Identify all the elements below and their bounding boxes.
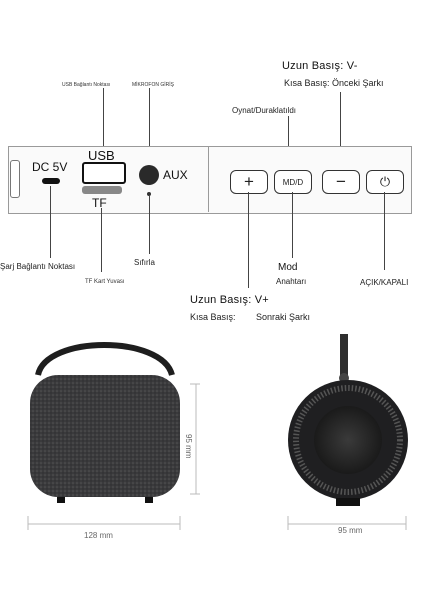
front-foot-right xyxy=(145,497,153,503)
reset-leader-line xyxy=(149,196,150,254)
play-pause-label: Oynat/Duraklatıldı xyxy=(232,106,297,115)
aux-label: AUX xyxy=(163,168,188,182)
minus-leader-line xyxy=(340,92,341,156)
plus-leader-line xyxy=(248,192,249,288)
mode-button[interactable]: MD/D xyxy=(274,170,312,194)
front-width-dimension: 128 mm xyxy=(84,531,113,540)
vol-down-short-label: Kısa Basış: Önceki Şarkı xyxy=(284,78,384,88)
power-leader-line xyxy=(384,192,385,270)
mode-top-leader-line xyxy=(288,116,289,156)
mic-input-title: MİKROFON GİRİŞ xyxy=(132,82,174,88)
usb-port-title: USB Bağlantı Noktası xyxy=(62,82,111,88)
power-icon: ⏻ xyxy=(379,174,391,189)
tf-leader-line xyxy=(101,208,102,272)
tf-label: TF xyxy=(92,196,107,210)
dc-leader-line xyxy=(50,186,51,258)
front-foot-left xyxy=(57,497,65,503)
mic-leader-line xyxy=(149,88,150,164)
front-handle xyxy=(35,342,175,377)
vol-down-long-label: Uzun Basış: V- xyxy=(282,60,358,72)
front-height-dimension: 95 mm xyxy=(184,434,193,459)
volume-down-button[interactable]: − xyxy=(322,170,360,194)
front-speaker-body xyxy=(30,375,180,497)
side-speaker-driver xyxy=(314,406,382,474)
vol-up-short-label-a: Kısa Basış: xyxy=(190,312,236,322)
side-strap xyxy=(340,334,348,382)
side-speaker-ring xyxy=(293,385,403,495)
aux-jack xyxy=(139,165,159,185)
volume-up-button[interactable]: + xyxy=(230,170,268,194)
vol-up-short-label-b: Sonraki Şarkı xyxy=(256,312,311,322)
panel-divider xyxy=(208,146,209,212)
minus-icon: − xyxy=(336,172,346,191)
mode-button-label: MD/D xyxy=(282,177,304,187)
power-label: AÇIK/KAPALI xyxy=(360,278,409,287)
charge-port-label: Şarj Bağlantı Noktası xyxy=(0,262,76,271)
vol-up-long-label: Uzun Basış: V+ xyxy=(190,294,269,306)
tf-slot-label: TF Kart Yuvası xyxy=(85,279,125,285)
mode-switch-label-2: Anahtarı xyxy=(276,277,307,286)
panel-edge-tab xyxy=(10,160,20,198)
side-speaker-base xyxy=(336,498,360,506)
dc-label: DC 5V xyxy=(32,160,68,174)
reset-label: Sıfırla xyxy=(134,258,155,267)
power-button[interactable]: ⏻ xyxy=(366,170,404,194)
plus-icon: + xyxy=(244,172,254,191)
side-width-dimension: 95 mm xyxy=(338,526,363,535)
usb-leader-line xyxy=(103,88,104,150)
mode-leader-line xyxy=(292,192,293,258)
usb-label: USB xyxy=(88,148,115,163)
mode-switch-label-1: Mod xyxy=(278,262,298,273)
product-views xyxy=(27,334,408,530)
dc-port xyxy=(42,178,60,184)
reset-hole xyxy=(147,192,151,196)
tf-slot xyxy=(82,186,122,194)
usb-port xyxy=(82,162,126,184)
